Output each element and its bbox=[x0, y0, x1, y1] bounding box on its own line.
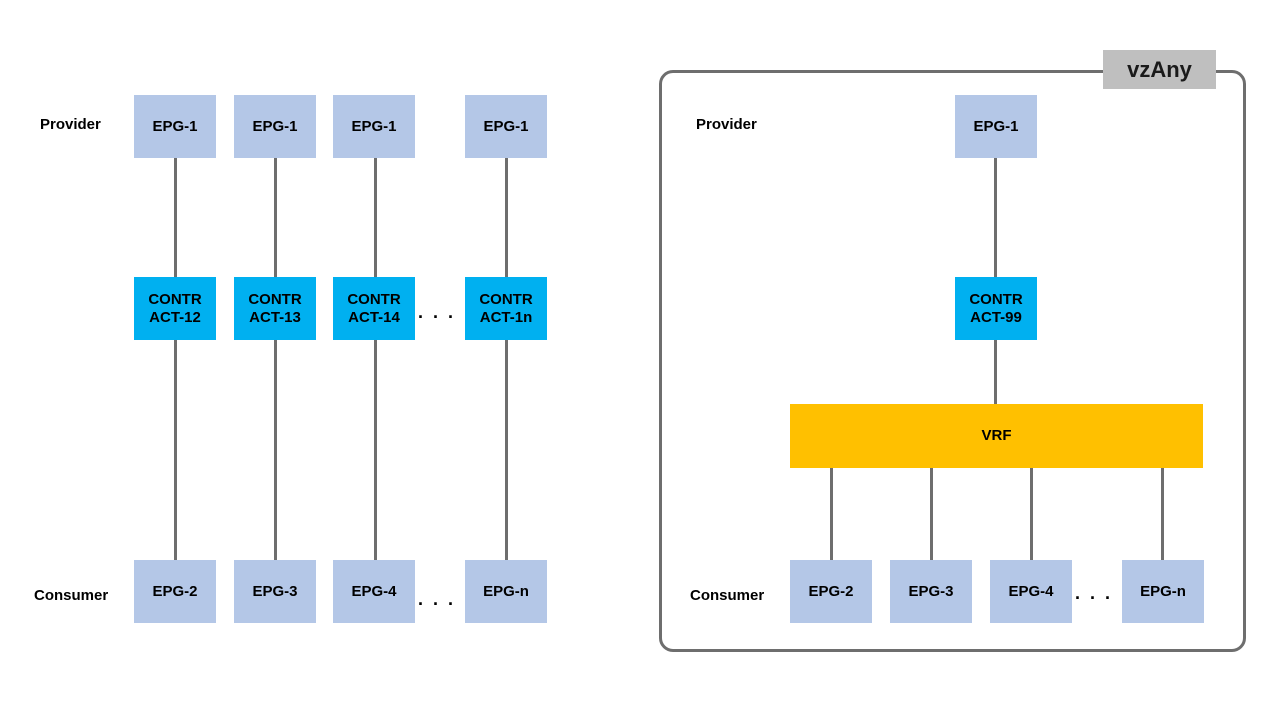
consumer-label: Consumer bbox=[690, 587, 765, 604]
vzany-tag: vzAny bbox=[1103, 50, 1216, 89]
contract-label-line1: CONTR bbox=[479, 290, 533, 308]
consumer-epg: EPG-n bbox=[465, 560, 547, 623]
connector-line bbox=[930, 467, 933, 561]
contract-label-line2: ACT-14 bbox=[348, 308, 400, 326]
contract-box: CONTR ACT-1n bbox=[465, 277, 547, 340]
contract-label-line1: CONTR bbox=[148, 290, 202, 308]
consumer-epg: EPG-2 bbox=[790, 560, 872, 623]
provider-epg: EPG-1 bbox=[333, 95, 415, 158]
contract-box: CONTR ACT-13 bbox=[234, 277, 316, 340]
provider-epg: EPG-1 bbox=[465, 95, 547, 158]
contract-label-line2: ACT-13 bbox=[249, 308, 301, 326]
provider-label: Provider bbox=[40, 116, 101, 133]
connector-line bbox=[505, 158, 508, 561]
consumer-epg: EPG-4 bbox=[990, 560, 1072, 623]
contract-label-line1: CONTR bbox=[969, 290, 1023, 308]
contract-ellipsis: ... bbox=[418, 302, 464, 322]
contract-box: CONTR ACT-99 bbox=[955, 277, 1037, 340]
contract-label-line2: ACT-1n bbox=[479, 308, 533, 326]
contract-box: CONTR ACT-12 bbox=[134, 277, 216, 340]
consumer-epg: EPG-3 bbox=[890, 560, 972, 623]
contract-label-line1: CONTR bbox=[248, 290, 302, 308]
connector-line bbox=[830, 467, 833, 561]
contract-label-line2: ACT-99 bbox=[970, 308, 1022, 326]
provider-epg: EPG-1 bbox=[955, 95, 1037, 158]
consumer-epg: EPG-4 bbox=[333, 560, 415, 623]
vzany-panel bbox=[659, 70, 1246, 652]
vrf-bar: VRF bbox=[790, 404, 1203, 468]
consumer-label: Consumer bbox=[34, 587, 109, 604]
contract-label-line2: ACT-12 bbox=[149, 308, 201, 326]
contract-label-line1: CONTR bbox=[347, 290, 401, 308]
contract-box: CONTR ACT-14 bbox=[333, 277, 415, 340]
consumer-epg: EPG-3 bbox=[234, 560, 316, 623]
connector-line bbox=[274, 158, 277, 561]
provider-epg: EPG-1 bbox=[234, 95, 316, 158]
consumer-epg: EPG-n bbox=[1122, 560, 1204, 623]
consumer-ellipsis: ... bbox=[1075, 583, 1121, 603]
provider-label: Provider bbox=[696, 116, 757, 133]
consumer-epg: EPG-2 bbox=[134, 560, 216, 623]
connector-line bbox=[174, 158, 177, 561]
connector-line bbox=[1161, 467, 1164, 561]
connector-line bbox=[374, 158, 377, 561]
provider-epg: EPG-1 bbox=[134, 95, 216, 158]
consumer-ellipsis: ... bbox=[418, 589, 464, 609]
connector-line bbox=[1030, 467, 1033, 561]
